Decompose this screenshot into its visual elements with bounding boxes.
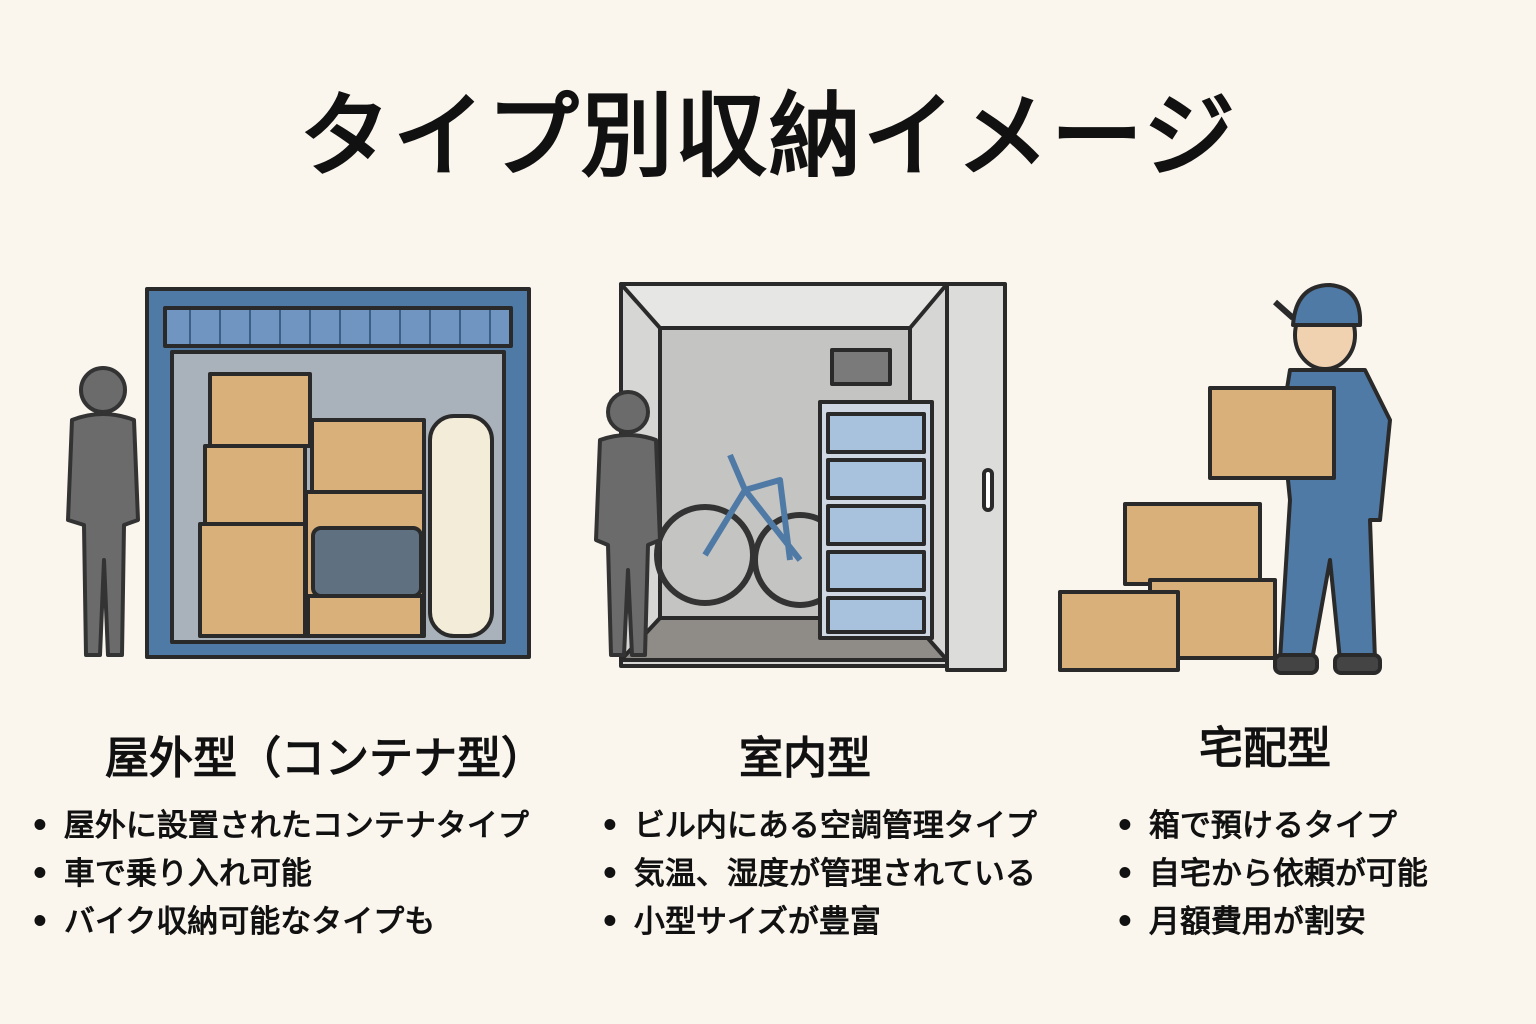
section-heading-delivery: 宅配型 [1199,723,1331,774]
indoor-room-illustration [594,282,1007,672]
list-item: 気温、湿度が管理されている [600,850,1037,898]
delivery-feature-list: 箱で預けるタイプ 自宅から依頼が可能 月額費用が割安 [1115,802,1428,946]
delivery-illustration [1058,283,1392,675]
delivery-worker-icon [1208,283,1392,675]
vent-icon [830,348,892,386]
list-item: 自宅から依頼が可能 [1115,850,1428,898]
mattress-icon [428,414,494,638]
list-item: ビル内にある空調管理タイプ [600,802,1037,850]
person-silhouette-icon [594,390,662,657]
outdoor-feature-list: 屋外に設置されたコンテナタイプ 車で乗り入れ可能 バイク収納可能なタイプも [30,802,529,946]
door-icon [945,282,1007,672]
section-heading-indoor: 室内型 [739,733,871,784]
carried-box-icon [1208,386,1336,480]
list-item: 月額費用が割安 [1115,898,1428,946]
list-item: バイク収納可能なタイプも [30,898,529,946]
person-silhouette-icon [66,366,140,657]
indoor-feature-list: ビル内にある空調管理タイプ 気温、湿度が管理されている 小型サイズが豊富 [600,802,1037,946]
suitcase-icon [311,526,423,598]
drawer-unit-icon [818,400,934,640]
list-item: 屋外に設置されたコンテナタイプ [30,802,529,850]
box-stack-icon [1058,502,1277,672]
list-item: 車で乗り入れ可能 [30,850,529,898]
section-heading-outdoor: 屋外型（コンテナ型） [105,733,545,784]
outdoor-container-illustration [66,287,531,659]
page-title: タイプ別収納イメージ [298,83,1238,190]
list-item: 箱で預けるタイプ [1115,802,1428,850]
list-item: 小型サイズが豊富 [600,898,1037,946]
